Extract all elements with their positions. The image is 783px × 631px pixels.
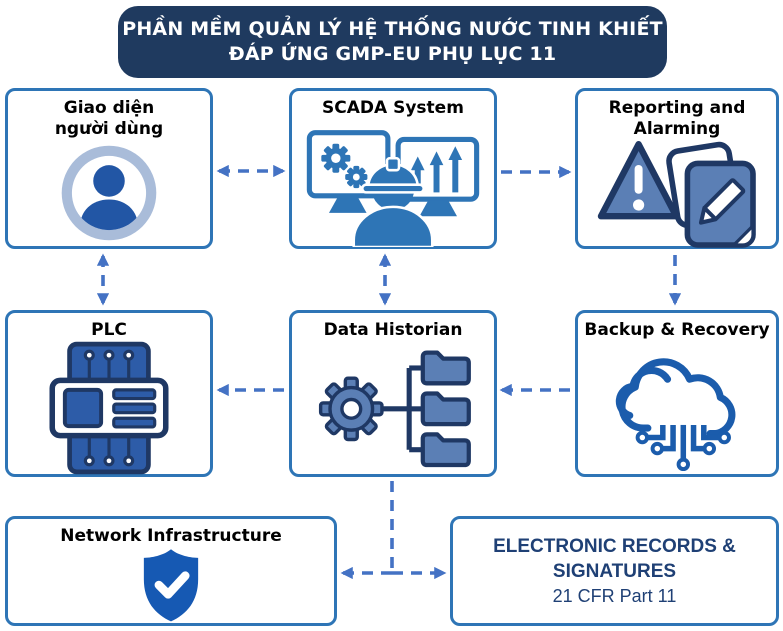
node-plc-label: PLC [91, 320, 127, 340]
node-electronic-records-title: ELECTRONIC RECORDS & SIGNATURES [493, 535, 736, 582]
node-network-infrastructure: Network Infrastructure [5, 516, 337, 626]
node-backup-recovery-label: Backup & Recovery [584, 320, 770, 340]
node-data-historian-label: Data Historian [323, 320, 463, 340]
node-plc-iconwrap [8, 341, 210, 474]
node-scada: SCADA System [289, 88, 497, 249]
node-reporting-iconwrap [578, 141, 776, 249]
title-line-2: ĐÁP ỨNG GMP-EU PHỤ LỤC 11 [228, 43, 557, 65]
node-plc: PLC [5, 310, 213, 477]
node-reporting-label: Reporting and Alarming [608, 98, 746, 140]
node-electronic-records: ELECTRONIC RECORDS & SIGNATURES 21 CFR P… [450, 516, 779, 626]
node-reporting: Reporting and Alarming [575, 88, 779, 249]
node-data-historian-iconwrap [292, 341, 494, 474]
shield-check-icon [143, 549, 199, 622]
node-user-interface-iconwrap [8, 141, 210, 247]
node-network-infrastructure-iconwrap [8, 547, 334, 623]
node-backup-recovery-iconwrap [578, 341, 776, 474]
gear-folder-tree-icon [318, 350, 471, 467]
node-scada-iconwrap [292, 119, 494, 247]
scada-operator-monitors-icon [306, 129, 480, 247]
cloud-circuit-icon [615, 357, 736, 471]
plc-controller-icon [49, 341, 169, 474]
node-electronic-records-subtitle: 21 CFR Part 11 [552, 586, 677, 607]
node-user-interface: Giao diện người dùng [5, 88, 213, 249]
user-avatar-icon [61, 145, 157, 241]
node-backup-recovery: Backup & Recovery [575, 310, 779, 477]
node-network-infrastructure-label: Network Infrastructure [60, 526, 282, 546]
title-line-1: PHẦN MỀM QUẢN LÝ HỆ THỐNG NƯỚC TINH KHIẾ… [122, 18, 663, 40]
node-scada-label: SCADA System [322, 98, 464, 118]
diagram-title-banner: PHẦN MỀM QUẢN LÝ HỆ THỐNG NƯỚC TINH KHIẾ… [118, 6, 667, 78]
node-data-historian: Data Historian [289, 310, 497, 477]
alert-triangle-documents-icon [597, 141, 756, 249]
node-user-interface-label: Giao diện người dùng [54, 98, 164, 140]
